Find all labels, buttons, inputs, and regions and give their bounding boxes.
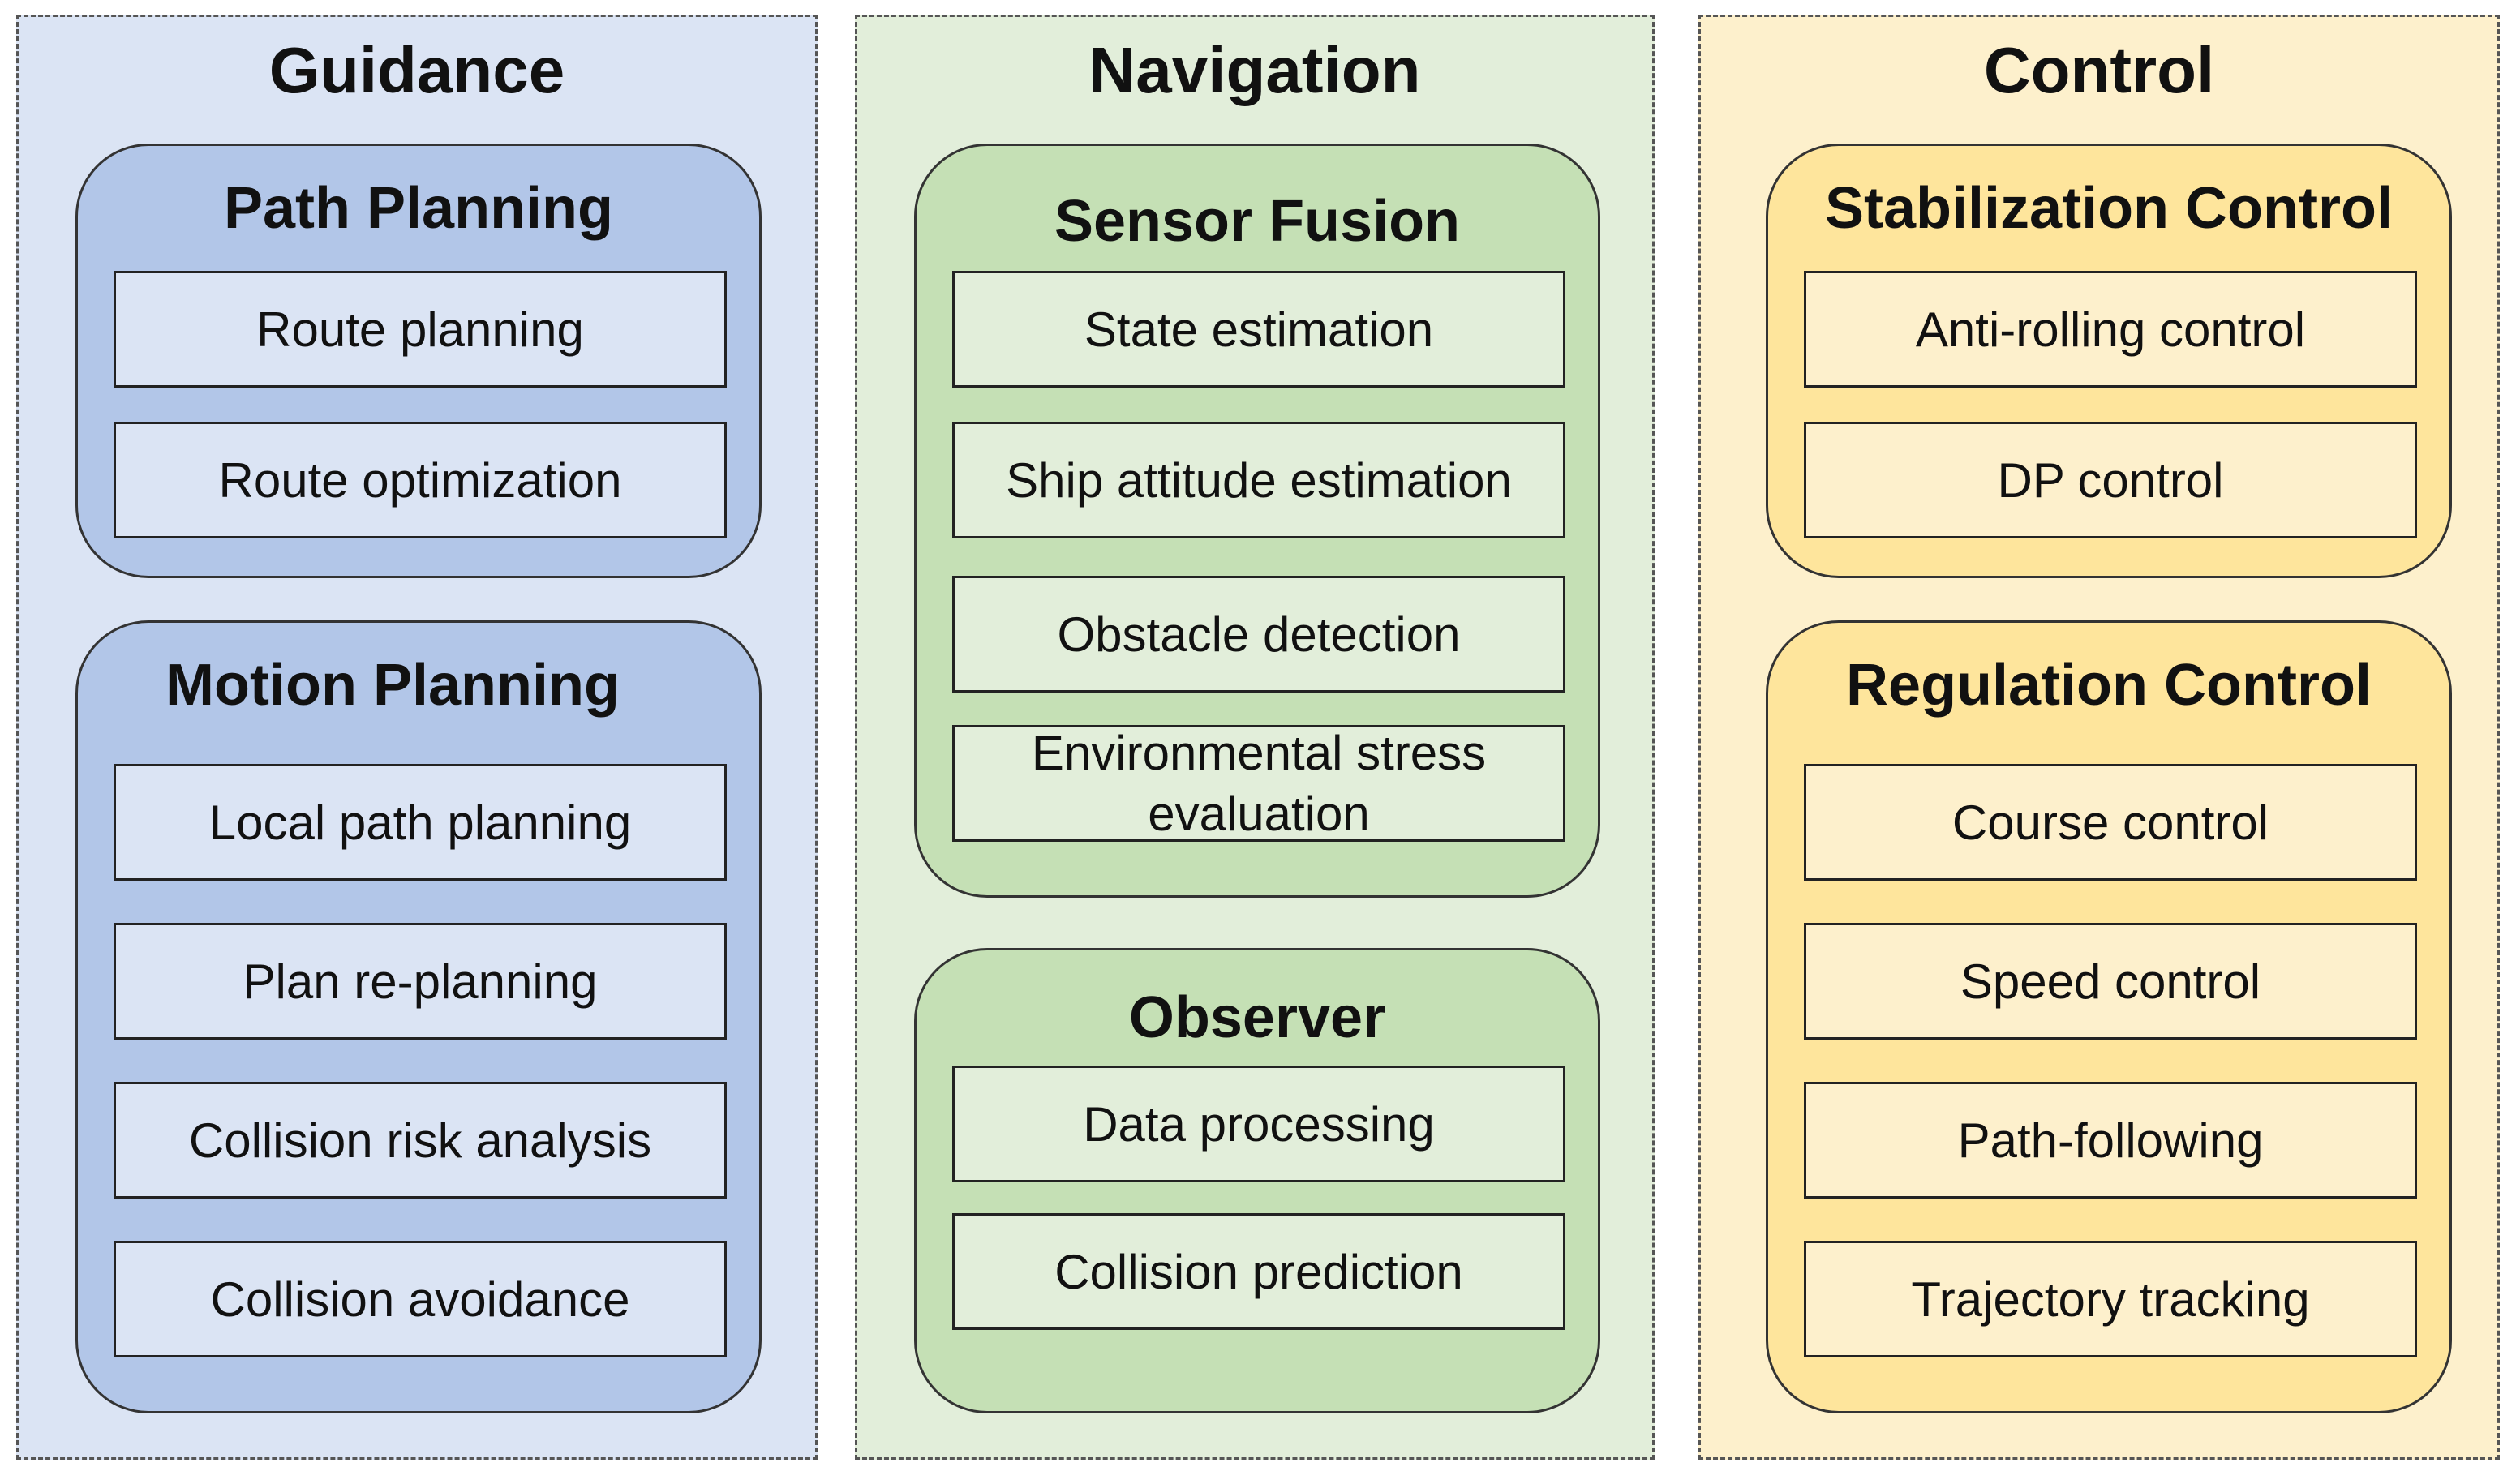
course-control-box: Course control	[1804, 764, 2417, 881]
observer-title: Observer	[1128, 985, 1386, 1050]
plan-re-planning-label: Plan re-planning	[243, 954, 598, 1009]
stabilization-control-group: Stabilization Control Anti-rolling contr…	[1766, 144, 2452, 578]
sensor-fusion-group: Sensor Fusion State estimation Ship atti…	[914, 144, 1600, 898]
speed-control-box: Speed control	[1804, 923, 2417, 1040]
navigation-panel: Navigation Sensor Fusion State estimatio…	[855, 15, 1655, 1460]
state-estimation-box: State estimation	[952, 271, 1565, 388]
local-path-planning-box: Local path planning	[114, 764, 727, 881]
sensor-fusion-title: Sensor Fusion	[1054, 189, 1461, 254]
collision-avoidance-box: Collision avoidance	[114, 1241, 727, 1357]
stabilization-control-title: Stabilization Control	[1825, 176, 2393, 241]
route-optimization-box: Route optimization	[114, 422, 727, 538]
route-planning-label: Route planning	[256, 302, 584, 357]
anti-rolling-control-label: Anti-rolling control	[1915, 302, 2306, 357]
environmental-stress-evaluation-box: Environmental stress evaluation	[952, 725, 1565, 842]
plan-re-planning-box: Plan re-planning	[114, 923, 727, 1040]
course-control-label: Course control	[1951, 795, 2269, 850]
speed-control-label: Speed control	[1960, 954, 2261, 1009]
obstacle-detection-label: Obstacle detection	[1057, 607, 1461, 662]
environmental-stress-evaluation-label: Environmental stress evaluation	[1031, 726, 1487, 841]
obstacle-detection-box: Obstacle detection	[952, 576, 1565, 693]
local-path-planning-label: Local path planning	[208, 795, 632, 850]
guidance-panel: Guidance Path Planning Route planning Ro…	[16, 15, 818, 1460]
route-planning-box: Route planning	[114, 271, 727, 388]
navigation-title: Navigation	[1088, 34, 1421, 106]
collision-avoidance-label: Collision avoidance	[210, 1272, 630, 1327]
dp-control-box: DP control	[1804, 422, 2417, 538]
guidance-title: Guidance	[268, 34, 565, 106]
motion-planning-title: Motion Planning	[165, 653, 620, 718]
collision-prediction-label: Collision prediction	[1054, 1244, 1463, 1299]
route-optimization-label: Route optimization	[218, 452, 622, 508]
collision-risk-analysis-box: Collision risk analysis	[114, 1082, 727, 1199]
ship-attitude-estimation-label: Ship attitude estimation	[1006, 452, 1512, 508]
collision-risk-analysis-label: Collision risk analysis	[188, 1113, 652, 1168]
regulation-control-title: Regulation Control	[1846, 653, 2372, 718]
data-processing-box: Data processing	[952, 1066, 1565, 1182]
dp-control-label: DP control	[1997, 452, 2224, 508]
anti-rolling-control-box: Anti-rolling control	[1804, 271, 2417, 388]
control-title: Control	[1983, 34, 2215, 106]
state-estimation-label: State estimation	[1084, 302, 1434, 357]
trajectory-tracking-label: Trajectory tracking	[1911, 1272, 2310, 1327]
collision-prediction-box: Collision prediction	[952, 1213, 1565, 1330]
ship-attitude-estimation-box: Ship attitude estimation	[952, 422, 1565, 538]
control-panel: Control Stabilization Control Anti-rolli…	[1698, 15, 2500, 1460]
trajectory-tracking-box: Trajectory tracking	[1804, 1241, 2417, 1357]
path-following-box: Path-following	[1804, 1082, 2417, 1199]
path-planning-title: Path Planning	[223, 176, 614, 241]
motion-planning-group: Motion Planning Local path planning Plan…	[75, 620, 762, 1413]
path-following-label: Path-following	[1957, 1113, 2264, 1168]
observer-group: Observer Data processing Collision predi…	[914, 948, 1600, 1413]
regulation-control-group: Regulation Control Course control Speed …	[1766, 620, 2452, 1413]
path-planning-group: Path Planning Route planning Route optim…	[75, 144, 762, 578]
data-processing-label: Data processing	[1083, 1096, 1435, 1152]
